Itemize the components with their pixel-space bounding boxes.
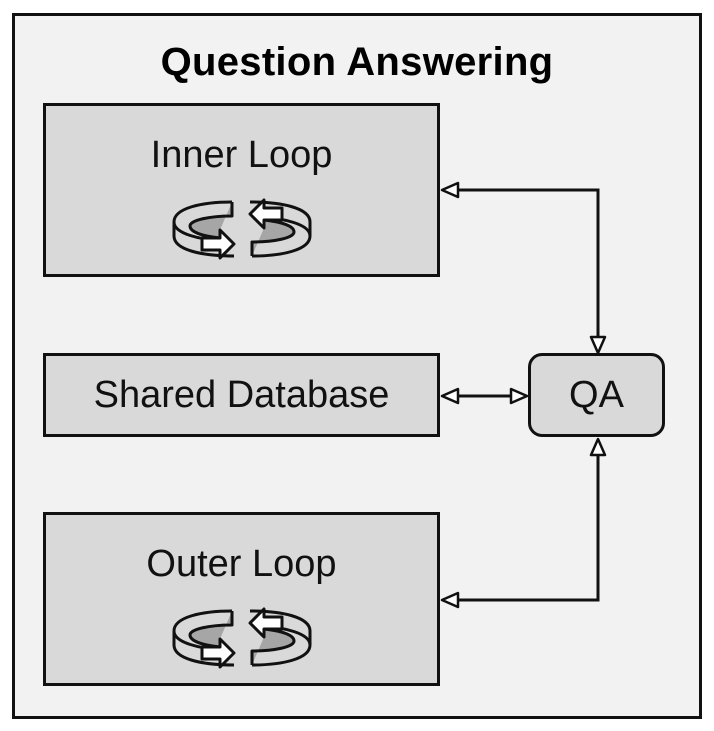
outer-loop-label: Outer Loop xyxy=(146,543,337,585)
qa-box: QA xyxy=(528,353,665,437)
shared-database-label: Shared Database xyxy=(93,374,390,416)
outer-loop-box: Outer Loop xyxy=(43,512,440,686)
inner-loop-box: Inner Loop xyxy=(43,103,440,277)
shared-database-box: Shared Database xyxy=(43,353,440,437)
qa-label: QA xyxy=(569,374,624,416)
inner-loop-label: Inner Loop xyxy=(150,134,333,176)
cycle-arrows-icon xyxy=(172,198,312,260)
diagram-title: Question Answering xyxy=(160,40,554,84)
cycle-arrows-icon xyxy=(172,607,312,669)
